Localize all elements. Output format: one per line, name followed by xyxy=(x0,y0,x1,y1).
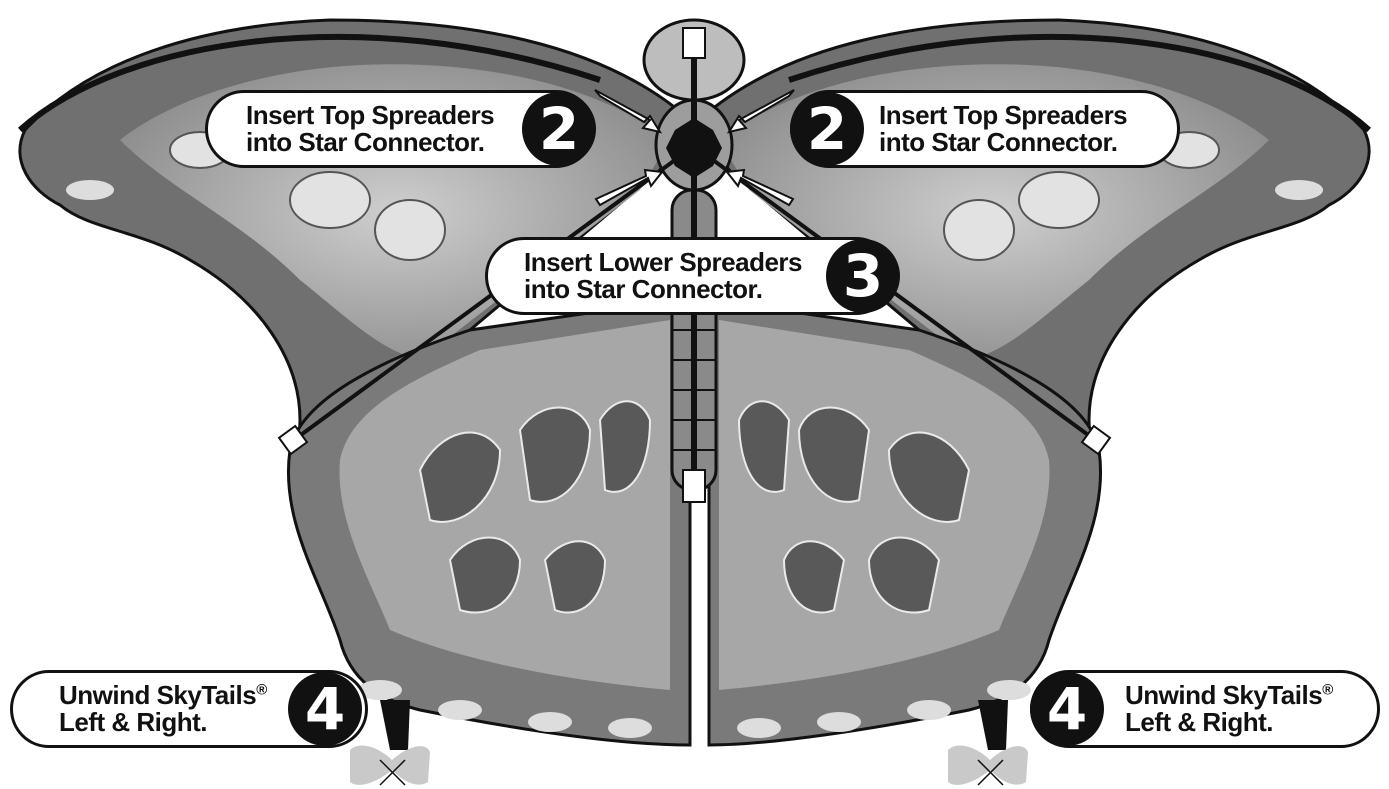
callout-line-1: Insert Top Spreaders xyxy=(879,102,1127,129)
callout-line-1: Insert Lower Spreaders xyxy=(524,249,802,276)
registered-mark: ® xyxy=(256,681,267,698)
callout-line-2: into Star Connector. xyxy=(524,276,762,303)
spine-top-cap xyxy=(683,28,705,58)
callout-line-1: Insert Top Spreaders xyxy=(246,102,494,129)
callout-line-2: Left & Right. xyxy=(1125,709,1273,736)
registered-mark: ® xyxy=(1322,681,1333,698)
step-badge-2-right: 2 xyxy=(790,92,864,166)
callout-line-1: Unwind SkyTails® xyxy=(1125,682,1333,709)
step-badge-4-left: 4 xyxy=(288,672,362,746)
callout-line-2: into Star Connector. xyxy=(879,129,1117,156)
callout-line-2: Left & Right. xyxy=(59,709,207,736)
spine-bottom-cap xyxy=(683,470,705,502)
step-badge-2-left: 2 xyxy=(522,92,596,166)
callout-line-2: into Star Connector. xyxy=(246,129,484,156)
step-badge-3: 3 xyxy=(826,239,900,313)
callout-line-1: Unwind SkyTails® xyxy=(59,682,267,709)
step-badge-4-right: 4 xyxy=(1030,672,1104,746)
